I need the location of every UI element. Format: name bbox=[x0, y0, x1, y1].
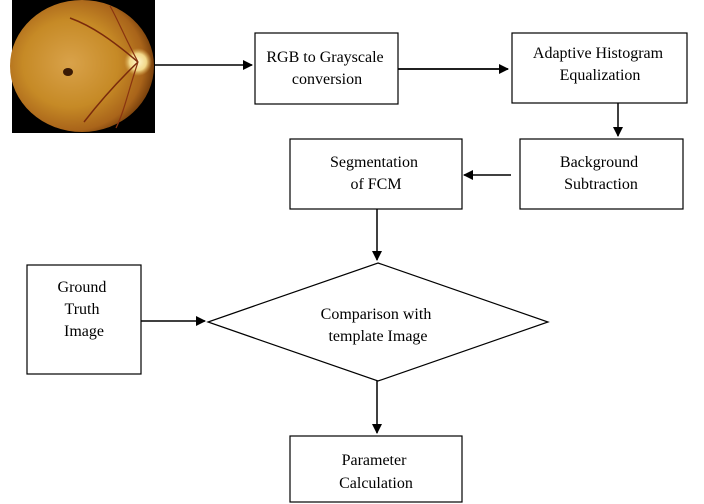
adaptive-histogram-label: Adaptive Histogram Equalization bbox=[533, 45, 667, 84]
comparison-label: Comparison with template Image bbox=[321, 306, 436, 345]
background-subtraction-label: Background Subtraction bbox=[560, 154, 642, 193]
rgb-to-grayscale-label: RGB to Grayscale conversion bbox=[266, 49, 387, 88]
ground-truth-label: Ground Truth Image bbox=[58, 279, 111, 340]
comparison-diamond bbox=[206, 262, 550, 382]
retinal-fundus-image bbox=[10, 0, 155, 133]
segmentation-fcm-label: Segmentation of FCM bbox=[330, 154, 422, 193]
adaptive-histogram-box bbox=[511, 32, 688, 104]
parameter-calculation-box bbox=[289, 435, 463, 503]
parameter-calculation-label: Parameter Calculation bbox=[339, 452, 413, 492]
ground-truth-box bbox=[26, 264, 142, 375]
rgb-to-grayscale-box bbox=[254, 32, 399, 105]
background-subtraction-box bbox=[519, 138, 684, 210]
segmentation-fcm-box bbox=[289, 138, 463, 210]
